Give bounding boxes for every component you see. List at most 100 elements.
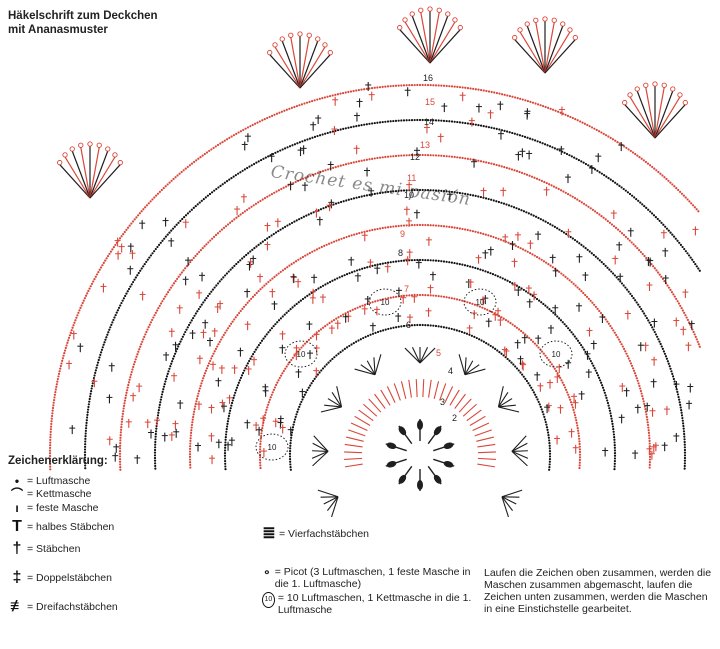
chain-dot bbox=[427, 224, 429, 226]
chain-dot bbox=[629, 360, 631, 362]
chain-dot bbox=[537, 346, 539, 348]
chain-dot bbox=[649, 466, 651, 468]
chain-dot bbox=[52, 404, 54, 406]
picot-mark bbox=[289, 33, 293, 37]
chain-dot bbox=[244, 210, 246, 212]
chain-dot bbox=[151, 198, 153, 200]
chain-dot bbox=[189, 464, 191, 466]
chain-dot bbox=[539, 141, 541, 143]
chain-dot bbox=[264, 197, 266, 199]
chain-dot bbox=[603, 217, 605, 219]
chain-dot bbox=[609, 325, 611, 327]
chain-dot bbox=[673, 378, 675, 380]
chain-dot bbox=[511, 168, 513, 170]
chain-dot bbox=[593, 254, 595, 256]
chain-dot bbox=[600, 382, 602, 384]
stitch-mark bbox=[405, 348, 420, 363]
chain-dot bbox=[484, 270, 486, 272]
chain-dot bbox=[676, 300, 678, 302]
stitch-mark bbox=[375, 354, 381, 374]
chain-dot bbox=[390, 327, 392, 329]
chain-dot bbox=[451, 262, 453, 264]
chain-dot bbox=[360, 338, 362, 340]
picot-mark bbox=[118, 160, 122, 164]
chain-dot bbox=[382, 262, 384, 264]
chain-dot bbox=[256, 346, 258, 348]
chain-dot bbox=[533, 177, 535, 179]
chain-dot bbox=[154, 446, 156, 448]
chain-dot bbox=[485, 161, 487, 163]
chain-dot bbox=[480, 232, 482, 234]
chain-dot bbox=[547, 434, 549, 436]
chain-dot bbox=[591, 362, 593, 364]
chain-dot bbox=[194, 255, 196, 257]
chain-dot bbox=[535, 216, 537, 218]
chain-dot bbox=[183, 216, 185, 218]
chain-dot bbox=[84, 467, 86, 469]
chain-dot bbox=[368, 123, 370, 125]
chain-dot bbox=[69, 334, 71, 336]
row-number-12: 12 bbox=[410, 152, 420, 162]
chain-dot bbox=[461, 228, 463, 230]
chain-dot bbox=[555, 370, 557, 372]
chain-dot bbox=[422, 259, 424, 261]
chain-dot bbox=[614, 460, 616, 462]
chain-dot bbox=[546, 429, 548, 431]
chain-dot bbox=[509, 322, 511, 324]
chain-dot bbox=[509, 281, 511, 283]
chain-dot bbox=[332, 203, 334, 205]
chain-dot bbox=[324, 283, 326, 285]
chain-dot bbox=[194, 408, 196, 410]
chain-dot bbox=[573, 156, 575, 158]
chain-dot bbox=[183, 169, 185, 171]
chain-dot bbox=[275, 190, 277, 192]
row-number-7: 7 bbox=[404, 284, 409, 294]
chain-dot bbox=[273, 114, 275, 116]
chain-dot bbox=[600, 215, 602, 217]
chain-dot bbox=[358, 232, 360, 234]
chain-dot bbox=[390, 297, 392, 299]
chain-dot bbox=[390, 85, 392, 87]
chain-dot bbox=[549, 458, 551, 460]
stitch-mark bbox=[412, 16, 430, 63]
chain-dot bbox=[237, 173, 239, 175]
chain-dot bbox=[88, 401, 90, 403]
chain-dot bbox=[611, 420, 613, 422]
chain-dot bbox=[203, 375, 205, 377]
chain-dot bbox=[438, 119, 440, 121]
chain-dot bbox=[103, 262, 105, 264]
chain-dot bbox=[536, 398, 538, 400]
chain-dot bbox=[210, 357, 212, 359]
chain-dot bbox=[604, 392, 606, 394]
chain-dot bbox=[214, 350, 216, 352]
chain-dot bbox=[225, 431, 227, 433]
chain-dot bbox=[269, 279, 271, 281]
chain-dot bbox=[193, 161, 195, 163]
chain-dot bbox=[320, 286, 322, 288]
chain-dot bbox=[283, 370, 285, 372]
stitch-mark bbox=[420, 348, 435, 363]
chain-dot bbox=[669, 232, 671, 234]
chain-dot bbox=[623, 348, 625, 350]
chain-dot bbox=[148, 202, 150, 204]
chain-dot bbox=[134, 361, 136, 363]
chain-dot bbox=[583, 348, 585, 350]
chain-dot bbox=[67, 339, 69, 341]
chain-dot bbox=[655, 216, 657, 218]
chain-dot bbox=[446, 120, 448, 122]
chain-dot bbox=[549, 461, 551, 463]
chain-dot bbox=[552, 109, 554, 111]
chain-dot bbox=[314, 99, 316, 101]
chain-dot bbox=[154, 454, 156, 456]
chain-dot bbox=[572, 237, 574, 239]
chain-dot bbox=[643, 403, 645, 405]
chain-dot bbox=[641, 395, 643, 397]
chain-dot bbox=[602, 387, 604, 389]
chain-dot bbox=[483, 161, 485, 163]
chain-dot bbox=[483, 125, 485, 127]
chain-dot bbox=[334, 278, 336, 280]
chain-dot bbox=[560, 272, 562, 274]
chain-dot bbox=[541, 259, 543, 261]
chain-dot bbox=[123, 402, 125, 404]
chain-dot bbox=[469, 229, 471, 231]
